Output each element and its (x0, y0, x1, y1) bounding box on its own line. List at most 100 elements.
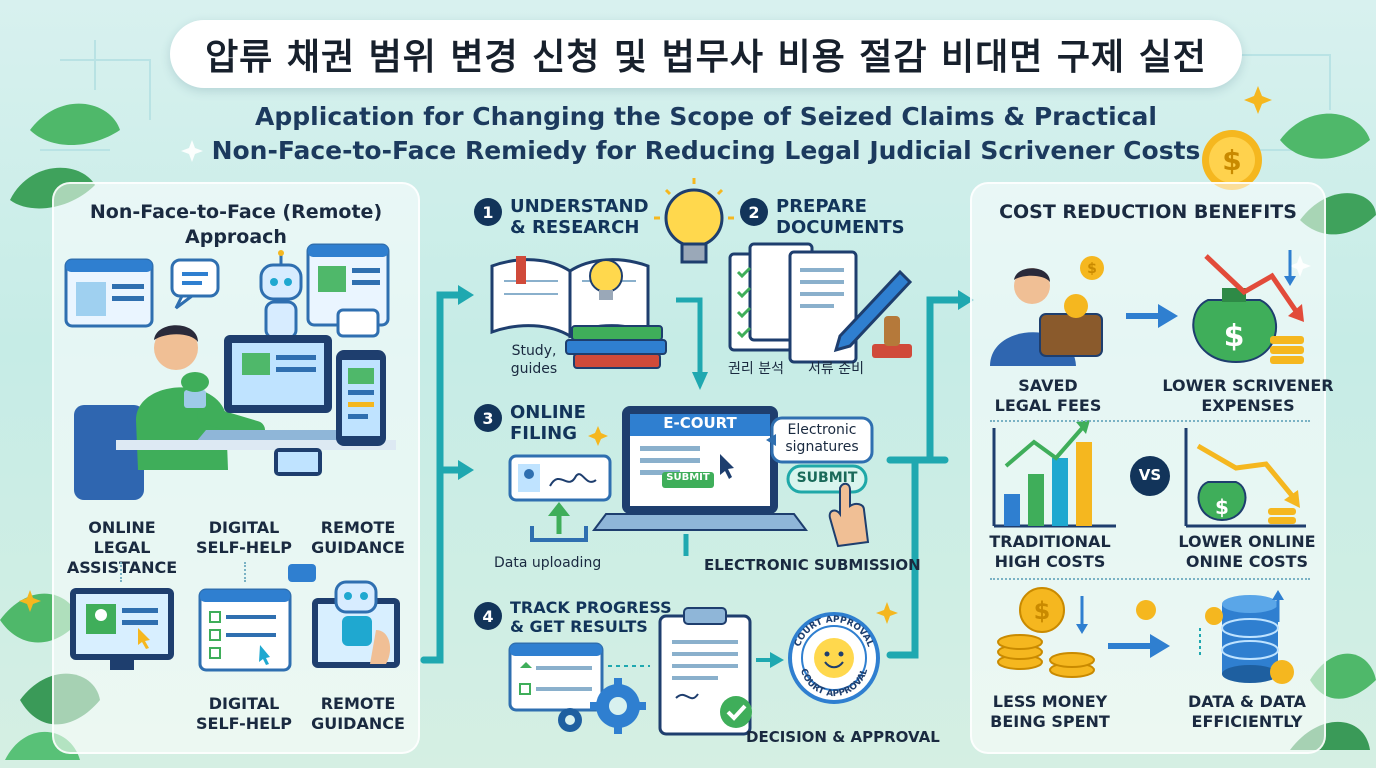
label-line: DIGITAL (208, 694, 280, 713)
lightbulb-icon (654, 178, 734, 264)
stamp-icon (872, 316, 912, 358)
lower-scrivener-expenses-label: LOWER SCRIVENER EXPENSES (1160, 376, 1336, 416)
subtitle-line-2: Non-Face-to-Face Remiedy for Reducing Le… (211, 136, 1201, 165)
step-1-title: UNDERSTAND & RESEARCH (510, 196, 649, 238)
label-line: GUIDANCE (311, 714, 405, 733)
study-line: Study, (511, 343, 557, 359)
step-2-title: PREPARE DOCUMENTS (776, 196, 905, 238)
plant-icon (181, 372, 209, 408)
upload-icon (530, 502, 588, 542)
database-icon (1136, 590, 1294, 684)
dotted-connector (244, 562, 246, 582)
robot-icon (259, 250, 303, 340)
step-2-number: 2 (740, 198, 768, 226)
browser-window-icon (306, 243, 390, 327)
step-1-number: 1 (474, 198, 502, 226)
remote-approach-title: Non-Face-to-Face (Remote) Approach (60, 200, 412, 250)
remote-tools-illustration (70, 564, 400, 672)
remote-approach-title-line-1: Non-Face-to-Face (Remote) (89, 201, 383, 223)
money-bag-icon: $ (1192, 250, 1304, 364)
research-documents-illustration (490, 178, 913, 390)
esign-line: Electronic (787, 422, 857, 438)
rising-bar-chart-icon (992, 420, 1116, 528)
rights-analysis-label: 권리 분석 (728, 361, 784, 377)
laptop-icon (196, 335, 356, 442)
label-line: LEGAL FEES (994, 396, 1102, 415)
subtitle: Application for Changing the Scope of Se… (170, 100, 1242, 168)
step-title-line: & RESEARCH (510, 217, 640, 238)
sparkle-icon (19, 86, 1272, 624)
submit-button[interactable]: SUBMIT (796, 470, 858, 486)
monitor-icon (70, 588, 174, 670)
label-line: DIGITAL (208, 518, 280, 537)
label-line: EXPENSES (1201, 396, 1295, 415)
step-title-line: PREPARE (776, 196, 867, 217)
dotted-connector (120, 562, 122, 582)
study-line: guides (510, 361, 558, 377)
label-line: LOWER SCRIVENER (1162, 376, 1334, 395)
remote-approach-title-line-2: Approach (185, 226, 287, 248)
label-line: ONLINE LEGAL (88, 518, 156, 557)
label-line: LESS MONEY (992, 692, 1108, 711)
step-title-line: UNDERSTAND (510, 196, 649, 217)
signature-bubble-icon (766, 416, 874, 464)
small-lightbulb-icon (589, 259, 623, 300)
book-stack-icon (565, 325, 667, 369)
id-card-icon (508, 454, 612, 502)
coin-icon: $ (1202, 130, 1262, 190)
label-line: SELF-HELP (196, 714, 292, 733)
label-digital-self-help-bottom: DIGITAL SELF-HELP (184, 694, 304, 734)
step-3-title: ONLINE FILING (510, 402, 586, 444)
tablet-icon (274, 448, 322, 476)
gear-icon (558, 678, 646, 734)
label-line: LOWER ONLINE (1178, 532, 1316, 551)
svg-text:$: $ (1222, 144, 1241, 177)
cost-benefits-illustration: $ $ $ $ (990, 250, 1306, 684)
electronic-signatures-label: Electronic signatures (772, 422, 872, 456)
title-banner: 압류 채권 범위 변경 신청 및 법무사 비용 절감 비대면 구제 실전 (170, 20, 1242, 88)
court-approval-stamp-icon: COURT APPROVAL COURT APPROVAL (788, 612, 880, 704)
decision-approval-label: DECISION & APPROVAL (746, 728, 940, 746)
smartphone-icon (336, 350, 386, 446)
svg-text:$: $ (1087, 261, 1097, 277)
dotted-divider (990, 578, 1310, 580)
svg-text:$: $ (1215, 495, 1229, 519)
label-line: REMOTE (320, 518, 396, 537)
label-line: HIGH COSTS (994, 552, 1106, 571)
clipboard-icon (658, 607, 752, 736)
ecourt-submit-button[interactable]: SUBMIT (666, 472, 710, 483)
browser-window-icon (64, 258, 154, 328)
laptop-ecourt-icon (592, 406, 808, 531)
esign-line: signatures (785, 439, 859, 455)
checklist-window-icon (198, 588, 292, 672)
svg-text:$: $ (1224, 319, 1245, 354)
saved-legal-fees-label: SAVED LEGAL FEES (980, 376, 1116, 416)
document-stack-icon (728, 242, 858, 364)
lower-online-costs-label: LOWER ONLINE ONINE COSTS (1170, 532, 1324, 572)
person-with-wallet-icon: $ (990, 256, 1104, 366)
vs-label: VS (1138, 466, 1162, 484)
step-3-number: 3 (474, 404, 502, 432)
cost-benefits-title: COST REDUCTION BENEFITS (999, 201, 1297, 223)
coin-stack-icon: $ (997, 587, 1095, 678)
label-line: ASSISTANCE (66, 558, 178, 577)
document-prep-label: 서류 준비 (808, 361, 864, 377)
label-digital-self-help: DIGITAL SELF-HELP (186, 518, 302, 558)
traditional-high-costs-label: TRADITIONAL HIGH COSTS (980, 532, 1120, 572)
study-guides-label: Study, guides (508, 342, 560, 378)
label-remote-guidance-bottom: REMOTE GUIDANCE (300, 694, 416, 734)
label-online-legal-assistance: ONLINE LEGAL ASSISTANCE (58, 518, 186, 578)
step-title-line: DOCUMENTS (776, 217, 905, 238)
svg-text:$: $ (1034, 597, 1051, 625)
electronic-submission-label: ELECTRONIC SUBMISSION (704, 556, 921, 574)
label-line: SELF-HELP (196, 538, 292, 557)
label-line: BEING SPENT (990, 712, 1110, 731)
label-line: EFFICIENTLY (1191, 712, 1303, 731)
progress-window-icon (508, 642, 604, 712)
step-title-line: ONLINE (510, 402, 586, 423)
step-title-line: & GET RESULTS (510, 617, 648, 636)
step-title-line: FILING (510, 423, 577, 444)
step-4-number: 4 (474, 602, 502, 630)
label-line: GUIDANCE (311, 538, 405, 557)
data-efficiently-label: DATA & DATA EFFICIENTLY (1170, 692, 1324, 732)
